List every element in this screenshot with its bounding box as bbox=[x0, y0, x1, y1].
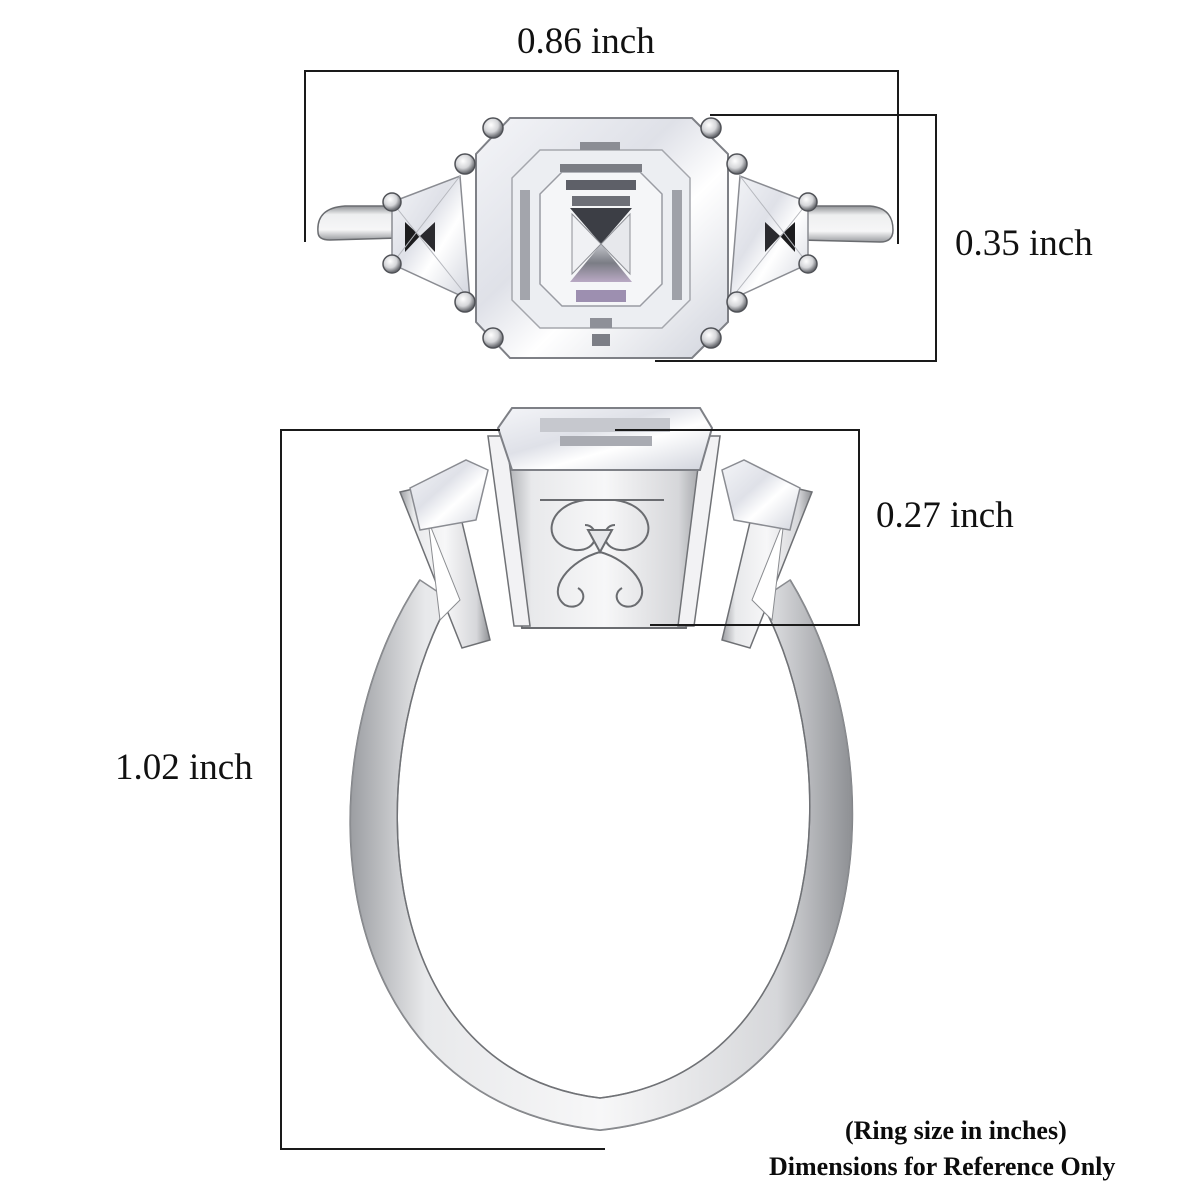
bracket-top-height bbox=[655, 114, 937, 362]
bracket-head-height bbox=[615, 429, 860, 626]
bracket-total-height bbox=[280, 429, 605, 1150]
top-height-dimension-label: 0.35 inch bbox=[955, 223, 1093, 264]
head-height-dimension-label: 0.27 inch bbox=[876, 495, 1014, 536]
dimension-lines bbox=[280, 70, 937, 1150]
top-view-ring bbox=[317, 117, 894, 359]
bracket-width bbox=[304, 70, 899, 244]
total-height-dimension-label: 1.02 inch bbox=[115, 747, 253, 788]
prongs bbox=[382, 117, 818, 349]
width-dimension-label: 0.86 inch bbox=[517, 21, 655, 62]
reference-disclaimer: Dimensions for Reference Only bbox=[769, 1152, 1116, 1181]
side-view-ring bbox=[349, 407, 854, 1132]
ring-size-note: (Ring size in inches) bbox=[845, 1116, 1067, 1145]
filigree-pattern bbox=[540, 499, 664, 608]
